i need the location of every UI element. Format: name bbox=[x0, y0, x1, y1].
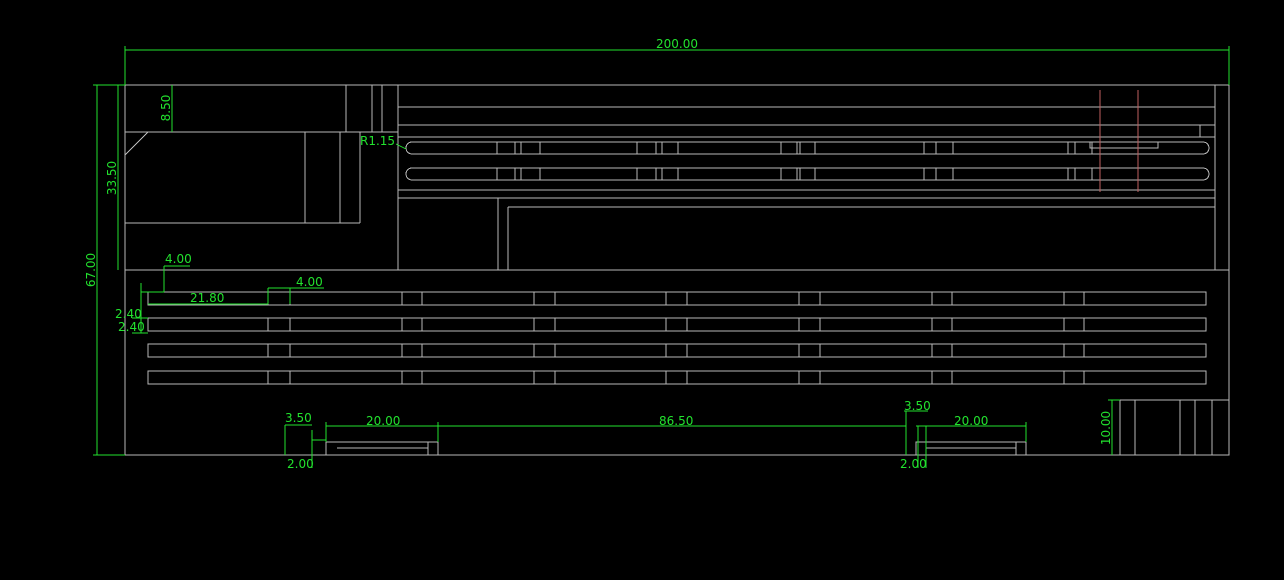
upper-left-block bbox=[124, 85, 399, 270]
dim-overall-width: 200.00 bbox=[656, 37, 698, 51]
dim-foot-height: 10.00 bbox=[1099, 411, 1113, 445]
dim-gap-a: 2.40 bbox=[115, 307, 142, 321]
slot-bar bbox=[147, 370, 1207, 385]
dim-pad-b: 20.00 bbox=[954, 414, 988, 428]
dim-upper-height: 33.50 bbox=[105, 161, 119, 195]
dimensions: 200.00 67.00 33.50 8.50 R1.15 4.00 4.00 … bbox=[84, 37, 1230, 471]
dim-radius: R1.15 bbox=[360, 134, 395, 148]
bottom-right-foot bbox=[1119, 399, 1229, 455]
dim-top-block: 8.50 bbox=[159, 95, 173, 122]
centerlines bbox=[1099, 90, 1139, 192]
dim-length-21: 21.80 bbox=[190, 291, 224, 305]
dim-small-b: 2.00 bbox=[900, 457, 927, 471]
lower-slots bbox=[147, 291, 1207, 385]
dim-step-a: 3.50 bbox=[285, 411, 312, 425]
slot-bar bbox=[147, 291, 1207, 306]
dim-offset-4-b: 4.00 bbox=[296, 275, 323, 289]
slot-bar bbox=[147, 317, 1207, 332]
upper-right-rails bbox=[398, 85, 1216, 270]
bottom-pads bbox=[325, 441, 1027, 456]
dim-overall-height: 67.00 bbox=[84, 253, 98, 287]
dim-pad-a: 20.00 bbox=[366, 414, 400, 428]
dim-step-b: 3.50 bbox=[904, 399, 931, 413]
dim-gap-b: 2.40 bbox=[118, 320, 145, 334]
part-geometry bbox=[124, 84, 1230, 456]
dim-span: 86.50 bbox=[659, 414, 693, 428]
slot-bar bbox=[147, 343, 1207, 358]
dim-offset-4-a: 4.00 bbox=[165, 252, 192, 266]
dim-small-a: 2.00 bbox=[287, 457, 314, 471]
